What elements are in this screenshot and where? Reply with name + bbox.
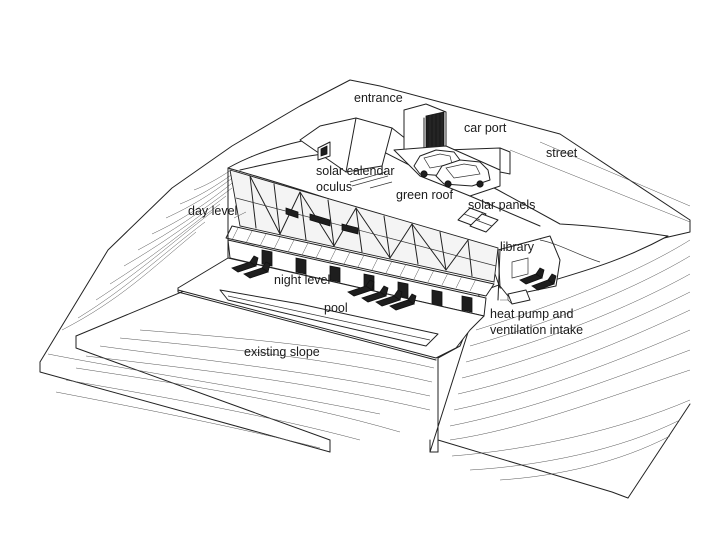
sun-loungers bbox=[231, 255, 557, 311]
label-heat-pump-line2: ventilation intake bbox=[490, 323, 584, 337]
label-green-roof: green roof bbox=[396, 188, 453, 202]
terrain bbox=[39, 79, 691, 499]
label-existing-slope: existing slope bbox=[244, 345, 320, 359]
label-car-port: car port bbox=[464, 121, 507, 135]
label-street: street bbox=[546, 146, 578, 160]
label-heat-pump-line1: heat pump and bbox=[490, 307, 574, 321]
pool-terrace bbox=[177, 257, 485, 361]
label-entrance: entrance bbox=[354, 91, 403, 105]
label-library: library bbox=[500, 240, 535, 254]
label-oculus: oculus bbox=[316, 180, 353, 194]
label-solar-calendar: solar calendar bbox=[316, 164, 395, 178]
entrance-carport bbox=[393, 103, 511, 197]
heat-pump-unit bbox=[507, 289, 531, 305]
label-solar-panels: solar panels bbox=[468, 198, 536, 212]
label-pool: pool bbox=[324, 301, 348, 315]
building bbox=[225, 117, 669, 317]
label-night-level: night level bbox=[274, 273, 331, 287]
label-day-level: day level bbox=[188, 204, 238, 218]
leader-lines bbox=[233, 211, 508, 301]
